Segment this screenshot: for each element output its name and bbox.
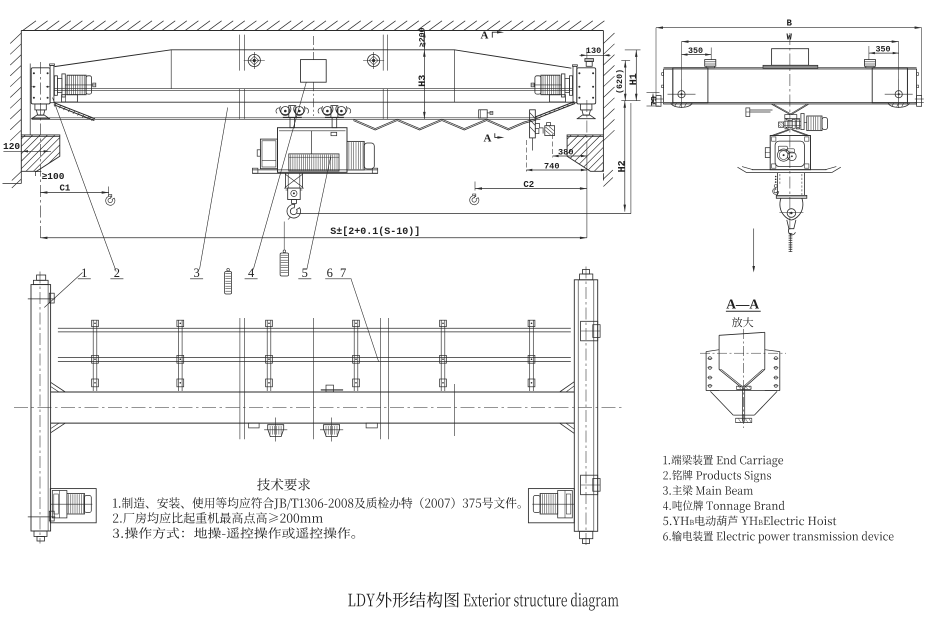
svg-text:(620): (620) — [615, 69, 625, 94]
svg-text:3: 3 — [193, 266, 199, 280]
svg-text:7: 7 — [340, 266, 346, 280]
svg-text:S±[2+0.1(S-10)]: S±[2+0.1(S-10)] — [330, 226, 420, 238]
svg-text:≥100: ≥100 — [42, 171, 65, 182]
svg-text:740: 740 — [544, 161, 559, 171]
svg-text:130: 130 — [586, 46, 601, 56]
svg-text:A: A — [481, 29, 489, 41]
svg-text:5: 5 — [302, 266, 308, 280]
svg-text:B: B — [787, 19, 793, 29]
svg-text:380: 380 — [558, 147, 573, 157]
svg-text:H3: H3 — [418, 75, 429, 87]
svg-text:350: 350 — [688, 46, 703, 56]
svg-text:75: 75 — [651, 96, 660, 106]
svg-text:H1: H1 — [629, 73, 640, 85]
svg-text:2: 2 — [114, 266, 120, 280]
svg-text:A—A: A—A — [726, 296, 759, 311]
svg-text:≥200: ≥200 — [419, 27, 428, 47]
svg-text:350: 350 — [876, 44, 891, 54]
svg-text:A: A — [484, 132, 492, 144]
svg-text:6: 6 — [327, 266, 333, 280]
svg-text:W: W — [787, 33, 793, 43]
svg-text:1: 1 — [81, 266, 87, 280]
svg-text:120: 120 — [3, 141, 20, 152]
svg-text:C2: C2 — [523, 180, 534, 190]
svg-text:C1: C1 — [60, 183, 71, 193]
svg-text:4: 4 — [248, 266, 255, 280]
svg-text:H2: H2 — [617, 160, 628, 172]
